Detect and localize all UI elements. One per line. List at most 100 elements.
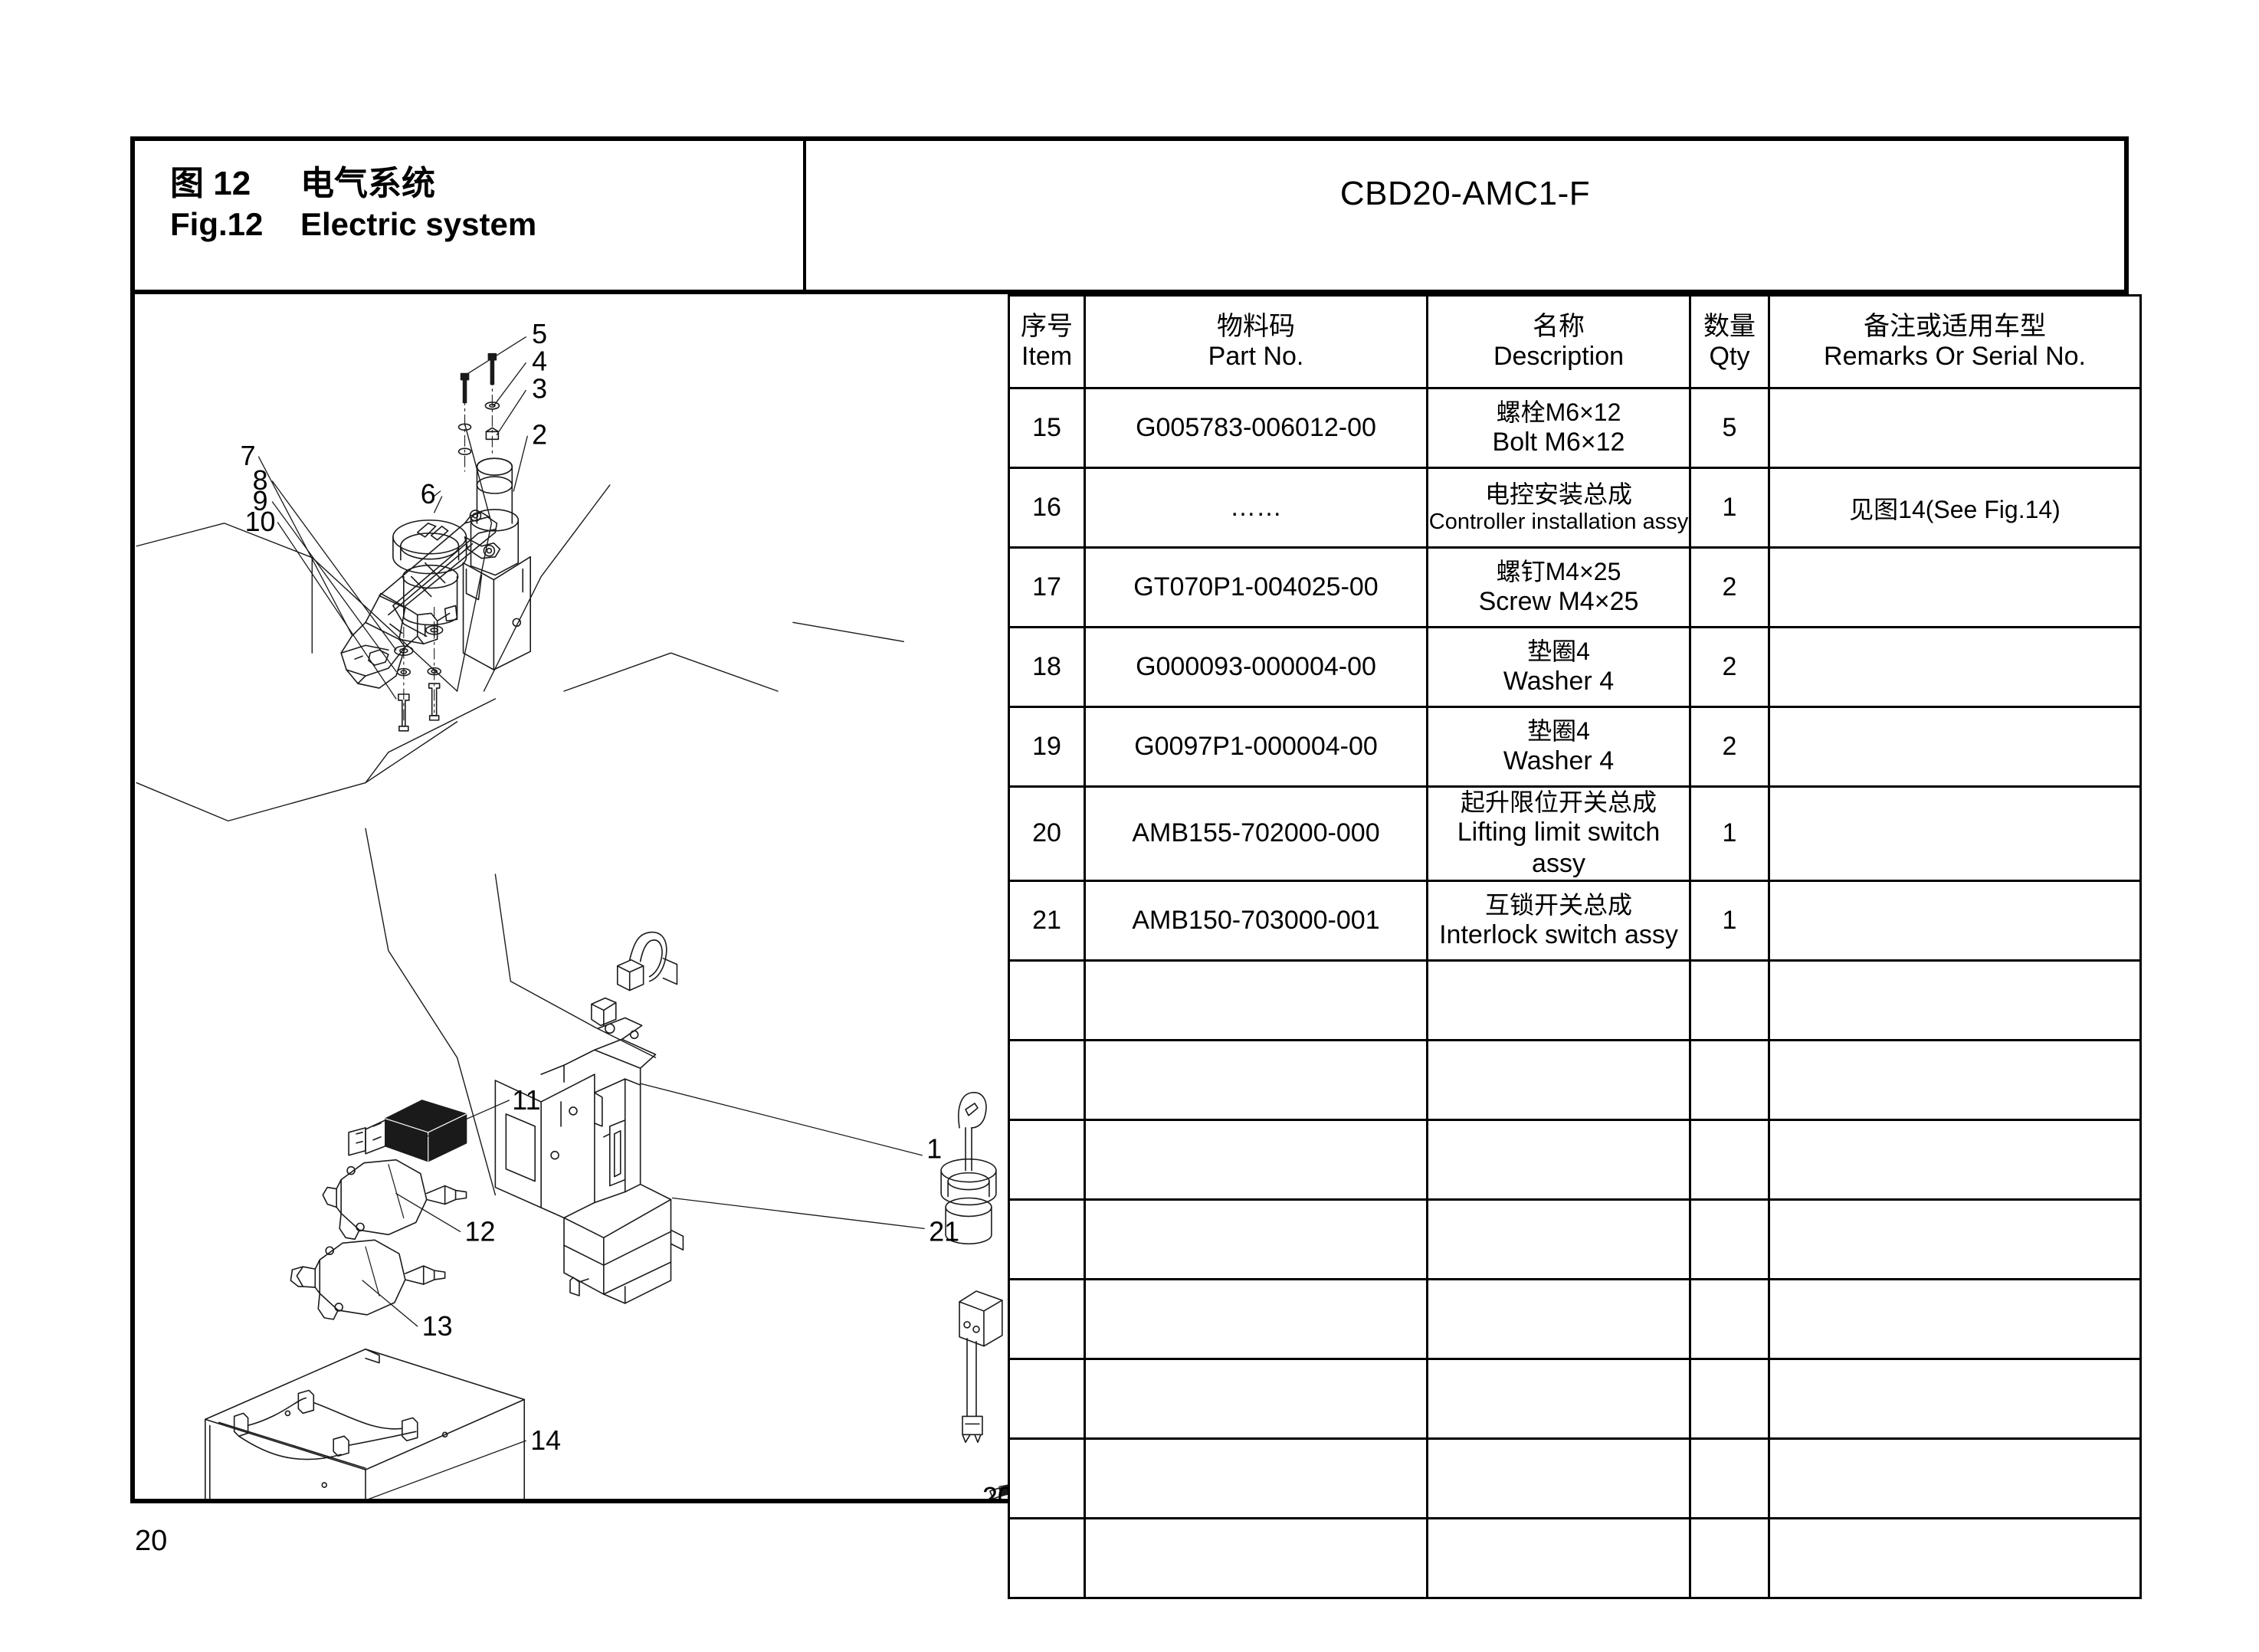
callout-13: 13 bbox=[422, 1311, 453, 1342]
table-row-empty bbox=[1008, 1277, 2142, 1360]
cell-empty bbox=[1084, 1118, 1428, 1201]
leader-14 bbox=[368, 1440, 526, 1499]
description-en: Washer 4 bbox=[1503, 746, 1615, 776]
callout-numbers: 1 2 3 4 5 6 7 8 9 10 11 12 13 14 bbox=[241, 319, 1008, 1499]
cell-item: 16 bbox=[1008, 467, 1086, 549]
figure-title-cn: 电气系统 bbox=[300, 165, 435, 202]
description-cn: 垫圈4 bbox=[1527, 716, 1590, 745]
figure-label-cn: 图 12 bbox=[170, 165, 251, 202]
leaders-7-8-9-10 bbox=[257, 456, 397, 700]
tiller-handle-assembly bbox=[340, 510, 501, 689]
parts-table-container: 序号 Item 物料码 Part No. 名称 Description bbox=[1008, 294, 2142, 1599]
cell-empty bbox=[1768, 1038, 2142, 1121]
cell-qty: 2 bbox=[1689, 546, 1770, 628]
callout-14: 14 bbox=[530, 1425, 561, 1456]
cell-remarks bbox=[1768, 546, 2142, 628]
cell-remarks bbox=[1768, 706, 2142, 788]
figure-title-block: 图 12 电气系统 Fig.12 Electric system bbox=[135, 141, 806, 290]
illustration-svg: 1 2 3 4 5 6 7 8 9 10 11 12 13 14 bbox=[136, 319, 1008, 1499]
key-switch-barrel bbox=[392, 520, 467, 638]
table-row-empty bbox=[1008, 1437, 2142, 1519]
callout-4: 4 bbox=[532, 346, 547, 377]
cell-remarks bbox=[1768, 626, 2142, 708]
header-item-cn: 序号 bbox=[1021, 311, 1073, 341]
cell-empty bbox=[1426, 1118, 1691, 1201]
callout-2: 2 bbox=[532, 419, 547, 450]
cell-remarks bbox=[1768, 785, 2142, 882]
description-cn: 垫圈4 bbox=[1527, 637, 1590, 665]
header-description-cn: 名称 bbox=[1533, 311, 1585, 341]
callout-6: 6 bbox=[421, 479, 436, 510]
cell-empty bbox=[1768, 1277, 2142, 1360]
cell-qty: 5 bbox=[1689, 387, 1770, 469]
cell-qty: 1 bbox=[1689, 467, 1770, 549]
cell-item: 15 bbox=[1008, 387, 1086, 469]
brake-coil-lower bbox=[290, 1239, 446, 1320]
cell-empty bbox=[1689, 959, 1770, 1041]
description-en: Controller installation assy bbox=[1428, 510, 1689, 535]
cell-empty bbox=[1008, 1516, 1086, 1599]
callout-7: 7 bbox=[241, 441, 256, 471]
parts-table-head: 序号 Item 物料码 Part No. 名称 Description bbox=[1008, 294, 2142, 389]
cell-remarks bbox=[1768, 387, 2142, 469]
cell-part-no: …… bbox=[1084, 467, 1428, 549]
cell-qty: 2 bbox=[1689, 626, 1770, 708]
callout-20: 20 bbox=[982, 1482, 1008, 1499]
cell-empty bbox=[1426, 959, 1691, 1041]
leader-21 bbox=[671, 1197, 925, 1229]
cell-empty bbox=[1008, 1437, 1086, 1519]
table-row-empty bbox=[1008, 1516, 2142, 1599]
interlock-switch bbox=[959, 1290, 1003, 1444]
part-no-value: G005783-006012-00 bbox=[1136, 413, 1376, 442]
cell-part-no: G005783-006012-00 bbox=[1084, 387, 1428, 469]
cell-part-no: AMB150-703000-001 bbox=[1084, 879, 1428, 962]
part-no-value: G000093-000004-00 bbox=[1136, 652, 1376, 681]
brake-coil-upper bbox=[322, 1159, 467, 1241]
description-cn: 互锁开关总成 bbox=[1484, 890, 1632, 919]
leader-web bbox=[136, 423, 905, 1196]
part-no-value: AMB150-703000-001 bbox=[1132, 905, 1380, 935]
part-no-value: G0097P1-000004-00 bbox=[1134, 732, 1378, 761]
part-no-value: …… bbox=[1230, 493, 1282, 522]
cell-remarks: 见图14(See Fig.14) bbox=[1768, 467, 2142, 549]
table-row-empty bbox=[1008, 1118, 2142, 1201]
callout-5: 5 bbox=[532, 319, 547, 349]
callout-9: 9 bbox=[253, 486, 268, 516]
cell-empty bbox=[1768, 1437, 2142, 1519]
leader-12 bbox=[395, 1192, 461, 1232]
cell-part-no: G0097P1-000004-00 bbox=[1084, 706, 1428, 788]
cell-part-no: GT070P1-004025-00 bbox=[1084, 546, 1428, 628]
callout-10: 10 bbox=[245, 506, 276, 537]
cell-item: 18 bbox=[1008, 626, 1086, 708]
leader-2 bbox=[513, 435, 528, 492]
charger-module bbox=[348, 1100, 467, 1162]
table-row-empty bbox=[1008, 959, 2142, 1041]
remarks-value: 见图14(See Fig.14) bbox=[1849, 495, 2061, 523]
figure-title-en-row: Fig.12 Electric system bbox=[170, 205, 803, 245]
cell-empty bbox=[1689, 1277, 1770, 1360]
cell-empty bbox=[1084, 1198, 1428, 1280]
header-band: 图 12 电气系统 Fig.12 Electric system CBD20-A… bbox=[135, 141, 2124, 294]
cell-empty bbox=[1689, 1437, 1770, 1519]
callout-11: 11 bbox=[512, 1085, 540, 1116]
header-item-en: Item bbox=[1021, 342, 1073, 371]
header-part-no: 物料码 Part No. bbox=[1084, 294, 1428, 389]
cell-qty: 1 bbox=[1689, 879, 1770, 962]
description-en: Lifting limit switch assy bbox=[1457, 818, 1661, 879]
figure-title-en: Electric system bbox=[300, 206, 537, 243]
header-description-en: Description bbox=[1493, 342, 1625, 371]
header-qty: 数量 Qty bbox=[1689, 294, 1770, 389]
cell-empty bbox=[1008, 959, 1086, 1041]
description-en: Screw M4×25 bbox=[1478, 587, 1639, 617]
cell-part-no: G000093-000004-00 bbox=[1084, 626, 1428, 708]
cell-empty bbox=[1084, 1516, 1428, 1599]
table-row-empty bbox=[1008, 1198, 2142, 1280]
